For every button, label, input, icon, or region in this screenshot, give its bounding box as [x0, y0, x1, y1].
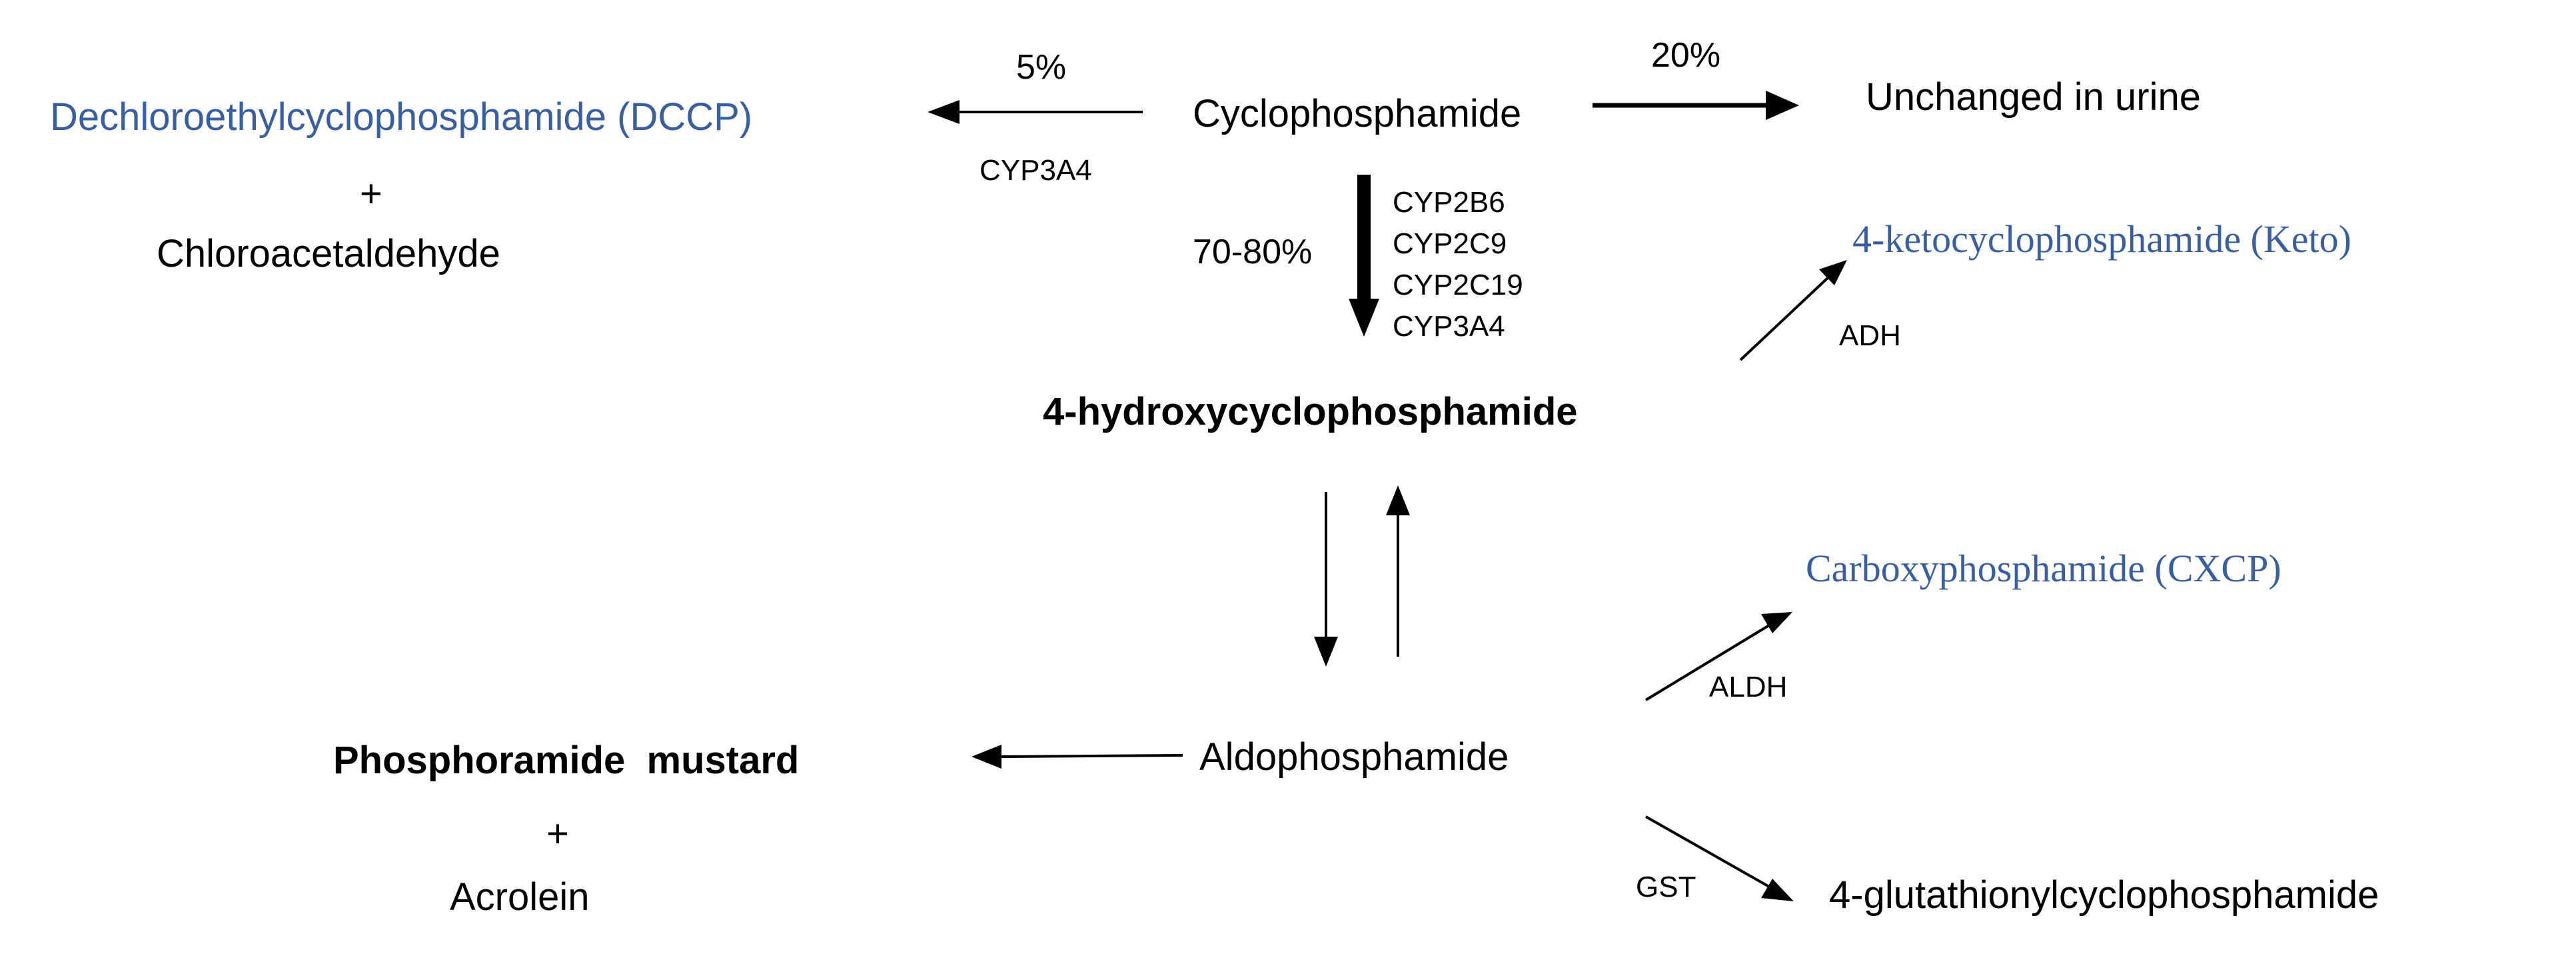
node-chloroacetaldehyde: Chloroacetaldehyde	[157, 232, 500, 275]
enzyme-hydroxy-1: CYP2B6	[1393, 186, 1505, 219]
node-glutathionyl: 4-glutathionylcyclophosphamide	[1829, 873, 2379, 917]
arrowhead-to-keto	[1819, 260, 1847, 285]
node-cxcp: Carboxyphosphamide (CXCP)	[1806, 547, 2281, 590]
pct-hydroxy: 70-80%	[1193, 233, 1312, 271]
arrowhead-to-mustard	[971, 745, 1001, 769]
plus-sign-dccp: +	[360, 172, 382, 215]
arrow-to-keto	[1739, 275, 1830, 361]
node-unchanged-in-urine: Unchanged in urine	[1866, 75, 2201, 119]
enzyme-gst: GST	[1636, 871, 1696, 903]
pct-dccp: 5%	[1016, 48, 1066, 87]
node-acrolein: Acrolein	[450, 875, 590, 919]
node-phosphoramide-mustard: Phosphoramide mustard	[333, 739, 799, 782]
arrowhead-to-glutathionyl	[1761, 879, 1794, 901]
enzyme-dccp: CYP3A4	[979, 154, 1092, 187]
arrowhead-to-hydroxy	[1349, 299, 1379, 337]
arrowhead-to-dccp	[928, 100, 960, 124]
arrowhead-to-urine	[1766, 91, 1799, 120]
node-keto: 4-ketocyclophosphamide (Keto)	[1852, 217, 2351, 261]
enzyme-hydroxy-4: CYP3A4	[1393, 310, 1505, 343]
node-aldophosphamide: Aldophosphamide	[1199, 735, 1509, 779]
node-cyclophosphamide: Cyclophosphamide	[1193, 92, 1521, 135]
enzyme-hydroxy-3: CYP2C19	[1393, 269, 1523, 301]
enzyme-hydroxy-2: CYP2C9	[1393, 227, 1507, 260]
arrowhead-hydroxy-to-aldo	[1314, 637, 1338, 667]
node-hydroxy: 4-hydroxycyclophosphamide	[1043, 390, 1578, 433]
arrowhead-to-cxcp	[1761, 612, 1792, 633]
arrow-to-cxcp	[1644, 624, 1770, 701]
enzyme-keto: ADH	[1839, 319, 1901, 352]
arrow-to-mustard	[999, 754, 1183, 758]
enzyme-cxcp: ALDH	[1709, 671, 1787, 703]
pct-urine: 20%	[1651, 36, 1720, 75]
arrow-to-glutathionyl	[1645, 815, 1770, 888]
plus-sign-mustard: +	[546, 812, 569, 855]
node-dccp: Dechloroethylcyclophosphamide (DCCP)	[50, 95, 752, 139]
arrowhead-aldo-to-hydroxy	[1386, 485, 1410, 515]
